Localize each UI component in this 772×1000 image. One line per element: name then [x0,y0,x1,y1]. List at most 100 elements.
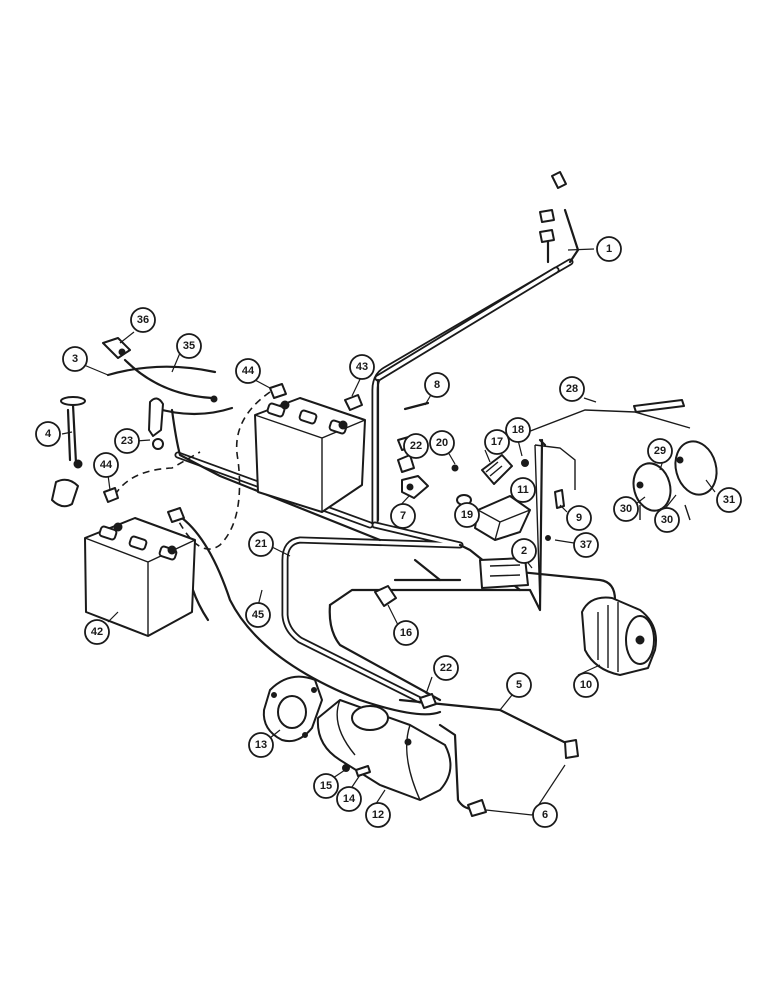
callout-17: 17 [484,429,510,455]
callout-circle [114,428,140,454]
callout-22: 22 [433,655,459,681]
callout-42: 42 [84,619,110,645]
small-switch-parts [102,337,218,450]
callout-circle [506,672,532,698]
callout-45: 45 [245,602,271,628]
callout-circle [35,421,61,447]
battery-upper [254,397,366,513]
callout-label: 22 [440,662,452,674]
callout-label: 28 [566,383,578,395]
alternator [581,596,657,676]
callout-29: 29 [647,438,673,464]
callout-circle [573,672,599,698]
callout-37: 37 [573,532,599,558]
callout-label: 12 [372,809,384,821]
callout-circle [390,503,416,529]
callout-label: 45 [252,609,264,621]
fuel-sender [51,396,86,508]
callout-label: 8 [434,379,440,391]
callout-label: 6 [542,809,548,821]
callout-circle [84,619,110,645]
callout-label: 35 [183,340,195,352]
callout-circle [429,430,455,456]
battery-lower [84,517,196,637]
callout-circle [424,372,450,398]
voltage-regulator [474,495,531,541]
callout-circle [393,620,419,646]
callout-circle [433,655,459,681]
callout-19: 19 [454,502,480,528]
callout-label: 21 [255,538,267,550]
callout-23: 23 [114,428,140,454]
callout-1: 1 [596,236,622,262]
callout-18: 18 [505,417,531,443]
callout-12: 12 [365,802,391,828]
callout-circle [596,236,622,262]
callout-label: 7 [400,510,406,522]
leader-lines [61,248,716,816]
callout-circle [511,538,537,564]
callout-label: 42 [91,626,103,638]
callout-14: 14 [336,786,362,812]
callout-28: 28 [559,376,585,402]
callout-circle [130,307,156,333]
callout-label: 17 [491,436,503,448]
callout-label: 19 [461,509,473,521]
callout-circle [559,376,585,402]
callout-label: 30 [661,514,673,526]
callout-circle [349,354,375,380]
callout-15: 15 [313,773,339,799]
callout-label: 30 [620,503,632,515]
callout-44: 44 [93,452,119,478]
callout-7: 7 [390,503,416,529]
callout-label: 9 [576,512,582,524]
panel-outline [534,444,576,606]
callout-circle [336,786,362,812]
fuse-block [374,557,529,607]
callout-circle [248,732,274,758]
callout-label: 13 [255,739,267,751]
callout-label: 44 [100,459,113,471]
callout-label: 14 [343,793,356,805]
callout-label: 5 [516,679,522,691]
callout-circle [245,602,271,628]
callout-36: 36 [130,307,156,333]
callout-label: 16 [400,627,412,639]
callout-16: 16 [393,620,419,646]
callout-circle [403,433,429,459]
callout-2: 2 [511,538,537,564]
callout-label: 36 [137,314,149,326]
callout-label: 22 [410,440,422,452]
callout-35: 35 [176,333,202,359]
callout-circle [454,502,480,528]
callout-label: 1 [606,243,612,255]
battery-cables [114,391,271,550]
callout-label: 11 [517,484,529,496]
callout-circle [365,802,391,828]
callout-circle [532,802,558,828]
callout-circle [248,531,274,557]
starter-motor [316,699,452,801]
callout-label: 4 [45,428,52,440]
callout-30: 30 [654,507,680,533]
callout-44: 44 [235,358,261,384]
callout-21: 21 [248,531,274,557]
callout-circle [176,333,202,359]
callout-group: 1234567891011121314151617181920212222232… [35,236,742,828]
callout-9: 9 [566,505,592,531]
callout-label: 23 [121,435,133,447]
callout-30: 30 [613,496,639,522]
callout-label: 2 [521,545,527,557]
callout-label: 44 [242,365,255,377]
callout-label: 15 [320,780,332,792]
callout-circle [613,496,639,522]
callout-circle [647,438,673,464]
callout-8: 8 [424,372,450,398]
callout-5: 5 [506,672,532,698]
callout-circle [505,417,531,443]
callout-22: 22 [403,433,429,459]
callout-20: 20 [429,430,455,456]
callout-11: 11 [510,477,536,503]
callout-43: 43 [349,354,375,380]
